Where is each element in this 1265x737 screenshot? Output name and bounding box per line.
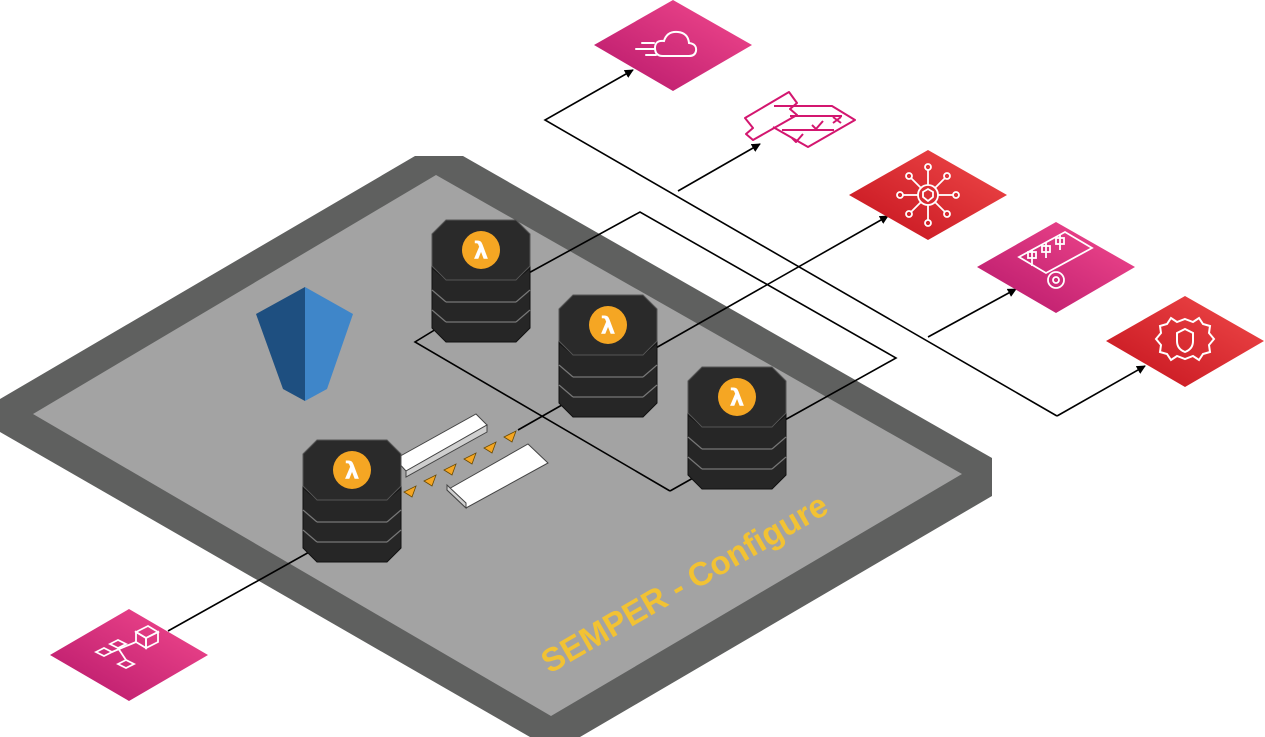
connector-to-security-hub [1056,365,1146,417]
stream-slab-lower [446,443,549,510]
stream-slab-upper [394,413,488,478]
systems-manager-automation-icon [50,609,208,701]
lambda-node-1-icon [431,219,531,343]
config-rules-icon [744,91,856,148]
connector-to-config [927,288,1017,338]
lambda-node-3-icon [687,366,787,490]
connector-lambda-2-to-guardduty [653,215,889,350]
s3-bucket-icon [256,287,353,401]
connector-to-config-rules [677,143,761,192]
lambda-node-2-icon [558,294,658,418]
config-icon [977,222,1135,313]
guardduty-icon [849,150,1007,240]
connector-entry-to-lambda [167,545,321,632]
security-hub-icon [1106,296,1264,387]
lambda-node-entry-icon [302,439,402,563]
cloudwatch-icon [594,0,752,91]
connector-to-cloudwatch [543,69,1058,417]
kinesis-stream-icon [403,430,517,498]
